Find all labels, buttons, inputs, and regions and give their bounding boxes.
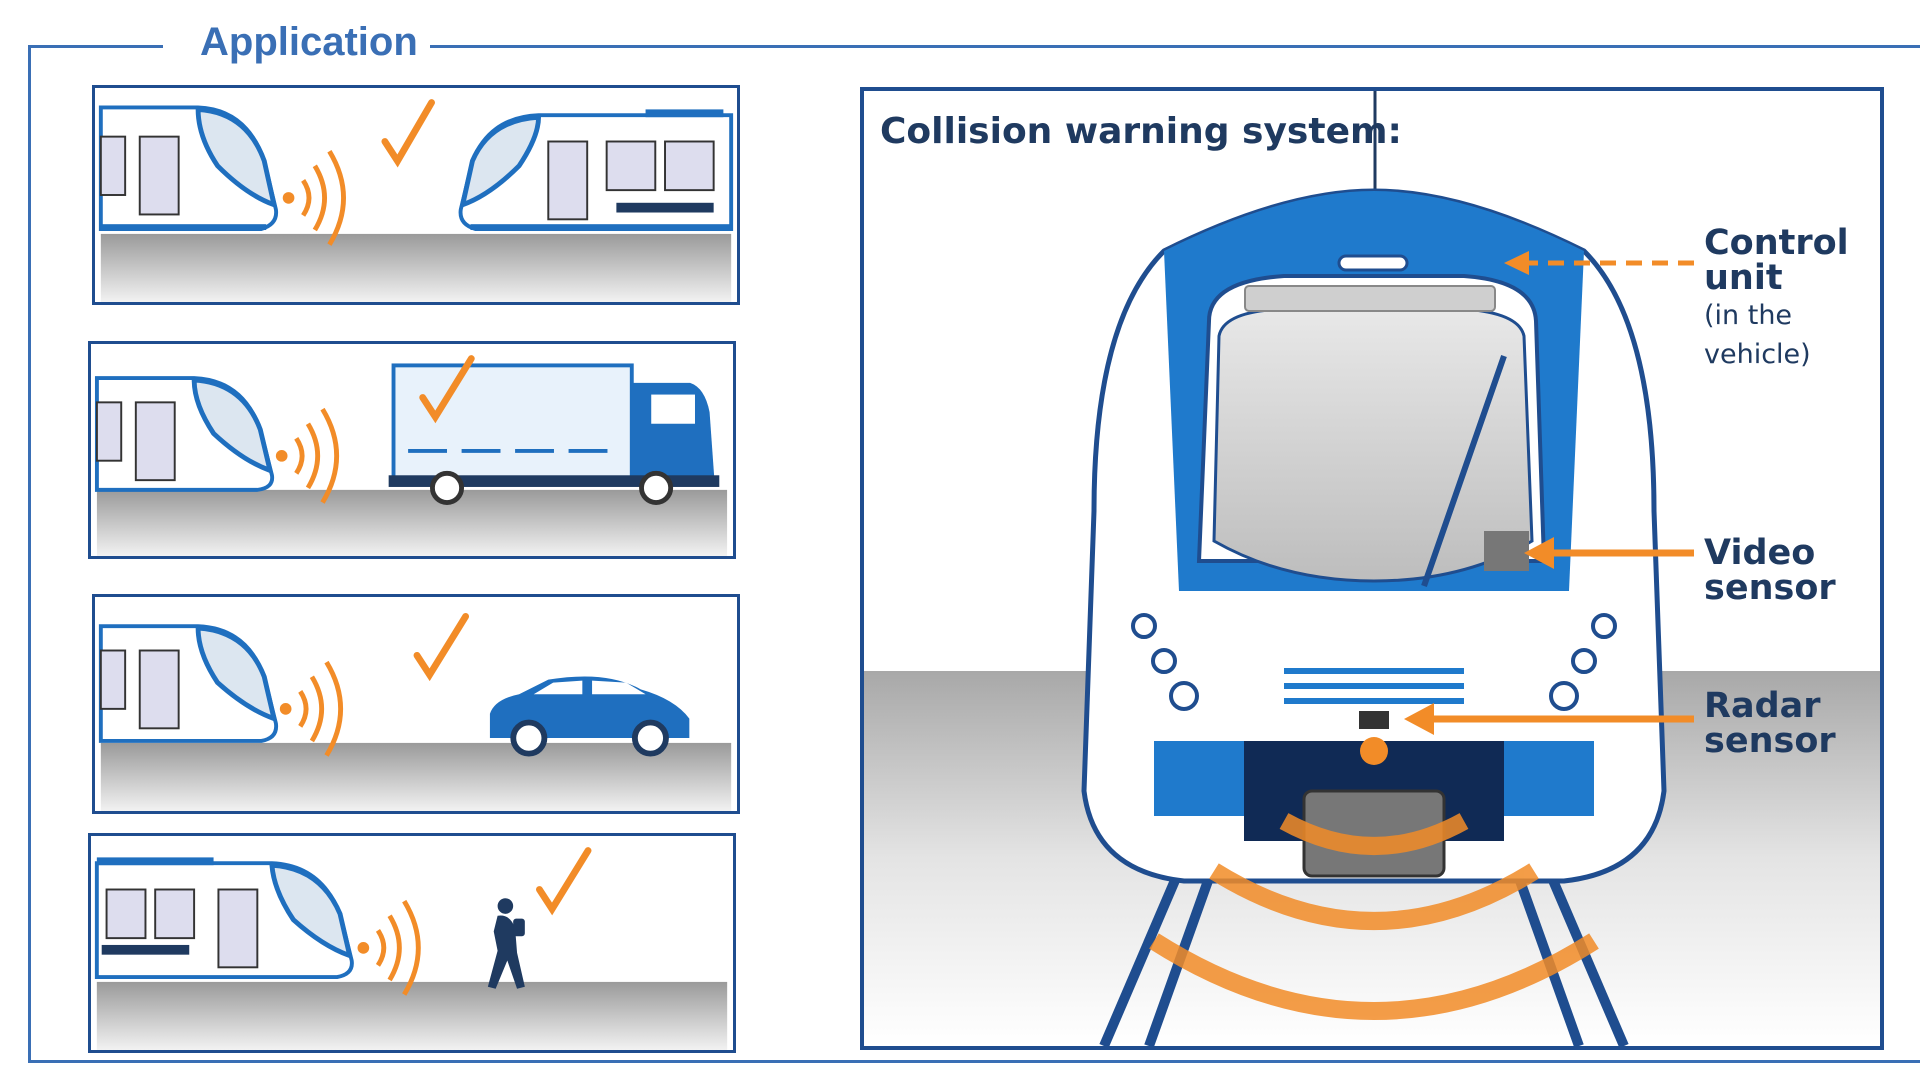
callout-label: Video: [1704, 533, 1816, 573]
tram-front-body: [1081, 188, 1667, 884]
tram-to-car-illustration: [98, 613, 732, 811]
headlights: [1131, 613, 1617, 711]
frame-bottom: [28, 1060, 1920, 1063]
checkmark-icon: [381, 99, 435, 168]
callout-note: (in the: [1704, 300, 1793, 331]
callout-label: sensor: [1704, 568, 1836, 608]
tram-icon: [94, 376, 275, 492]
collision-warning-system-panel: Collision warning system: Control unit (…: [860, 87, 1884, 1050]
car-icon: [489, 676, 690, 757]
radar-waves-icon: [1149, 813, 1599, 1020]
road: [96, 489, 728, 556]
control-unit-arrow-icon: [1504, 251, 1694, 275]
signal-waves-icon: [298, 660, 343, 757]
tram-icon: [98, 624, 279, 743]
tram-to-truck-illustration: [94, 355, 728, 556]
tram-icon: [94, 857, 354, 979]
signal-source: [275, 450, 288, 462]
front-grille: [1284, 668, 1464, 704]
video-sensor-arrow-icon: [1524, 537, 1694, 569]
callout-control-unit: Control unit (in the vehicle): [1704, 226, 1849, 374]
tram-to-pedestrian-illustration: [94, 847, 728, 1050]
callout-note: vehicle): [1704, 339, 1811, 370]
scenario-panel-tram: [92, 85, 740, 305]
road: [96, 981, 728, 1050]
signal-source: [282, 192, 295, 204]
signal-waves-icon: [375, 899, 421, 996]
callout-label: sensor: [1704, 721, 1836, 761]
scenario-panel-pedestrian: [88, 833, 736, 1053]
radar-emitter: [1360, 737, 1388, 765]
callout-radar-sensor: Radar sensor: [1704, 689, 1836, 759]
signal-waves-icon: [294, 407, 339, 504]
radar-sensor-box: [1359, 711, 1389, 729]
signal-waves-icon: [301, 149, 346, 246]
system-title: Collision warning system:: [880, 111, 1402, 152]
radar-sensor-arrow-icon: [1404, 703, 1694, 735]
callout-label: Radar: [1704, 686, 1821, 726]
truck-icon: [388, 363, 720, 505]
tram-front-illustration: [864, 91, 1880, 1046]
checkmark-icon: [536, 847, 592, 916]
checkmark-icon: [413, 613, 470, 682]
callout-video-sensor: Video sensor: [1704, 536, 1836, 606]
signal-source: [357, 942, 370, 954]
scenario-panel-car: [92, 594, 740, 814]
road: [100, 233, 732, 302]
section-title: Application: [188, 20, 430, 65]
tram-to-tram-illustration: [98, 99, 734, 302]
pedestrian-icon: [487, 898, 525, 989]
road: [100, 742, 732, 811]
frame-left: [28, 45, 31, 1060]
tram-right-icon: [458, 109, 734, 231]
frame-top-left: [28, 45, 163, 48]
frame-top-right: [430, 45, 1920, 48]
scenario-panel-truck: [88, 341, 736, 559]
checkmark-icon: [419, 355, 475, 424]
callout-label: Control: [1704, 223, 1849, 263]
tram-left-icon: [98, 105, 279, 231]
callout-label: unit: [1704, 258, 1783, 298]
signal-source: [279, 703, 292, 715]
